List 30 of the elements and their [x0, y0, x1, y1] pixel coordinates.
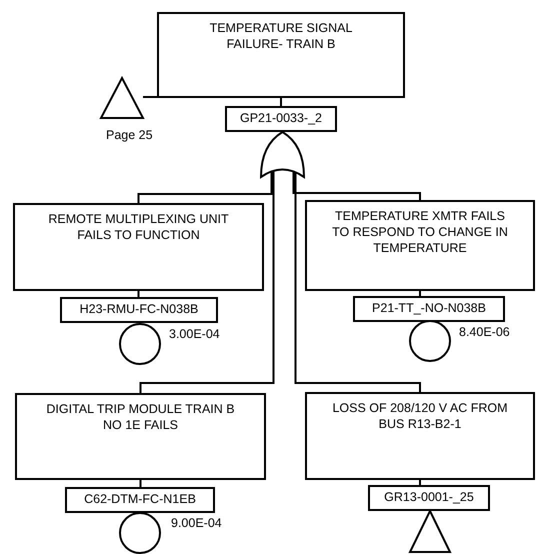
event-id-label: P21-TT_-NO-N038B [353, 296, 505, 322]
probability-value: 3.00E-04 [169, 327, 220, 341]
basic-event-circle [119, 323, 161, 365]
page-reference: Page 25 [106, 128, 153, 142]
event-box: TEMPERATURE XMTR FAILS TO RESPOND TO CHANGE IN TEMPERATURE [305, 200, 535, 291]
connector-line [292, 171, 421, 200]
probability-value: 8.40E-06 [459, 325, 510, 339]
connector-line [138, 171, 272, 203]
event-box: TEMPERATURE SIGNAL FAILURE- TRAIN B [157, 12, 405, 98]
transfer-triangle [409, 510, 451, 553]
connector-line [419, 291, 421, 296]
event-id-label: C62-DTM-FC-N1EB [65, 487, 215, 513]
connector-line [294, 171, 421, 392]
event-id-label: GP21-0033-_2 [225, 106, 337, 132]
connector-line [138, 291, 140, 297]
event-id-label: GR13-0001-_25 [368, 485, 490, 511]
connector-line [140, 480, 142, 487]
probability-value: 9.00E-04 [171, 516, 222, 530]
event-id-label: H23-RMU-FC-N038B [60, 297, 218, 323]
transfer-triangle [100, 77, 144, 119]
or-gate-symbol [260, 131, 305, 178]
event-box: REMOTE MULTIPLEXING UNIT FAILS TO FUNCTION [13, 203, 264, 291]
connector-line [280, 98, 282, 106]
connector-line [419, 480, 421, 485]
connector-line [140, 171, 274, 393]
basic-event-circle [409, 320, 451, 362]
event-box: LOSS OF 208/120 V AC FROM BUS R13-B2-1 [305, 392, 535, 480]
event-box: DIGITAL TRIP MODULE TRAIN B NO 1E FAILS [15, 393, 266, 480]
connector-line [143, 96, 157, 98]
basic-event-circle [119, 512, 161, 554]
